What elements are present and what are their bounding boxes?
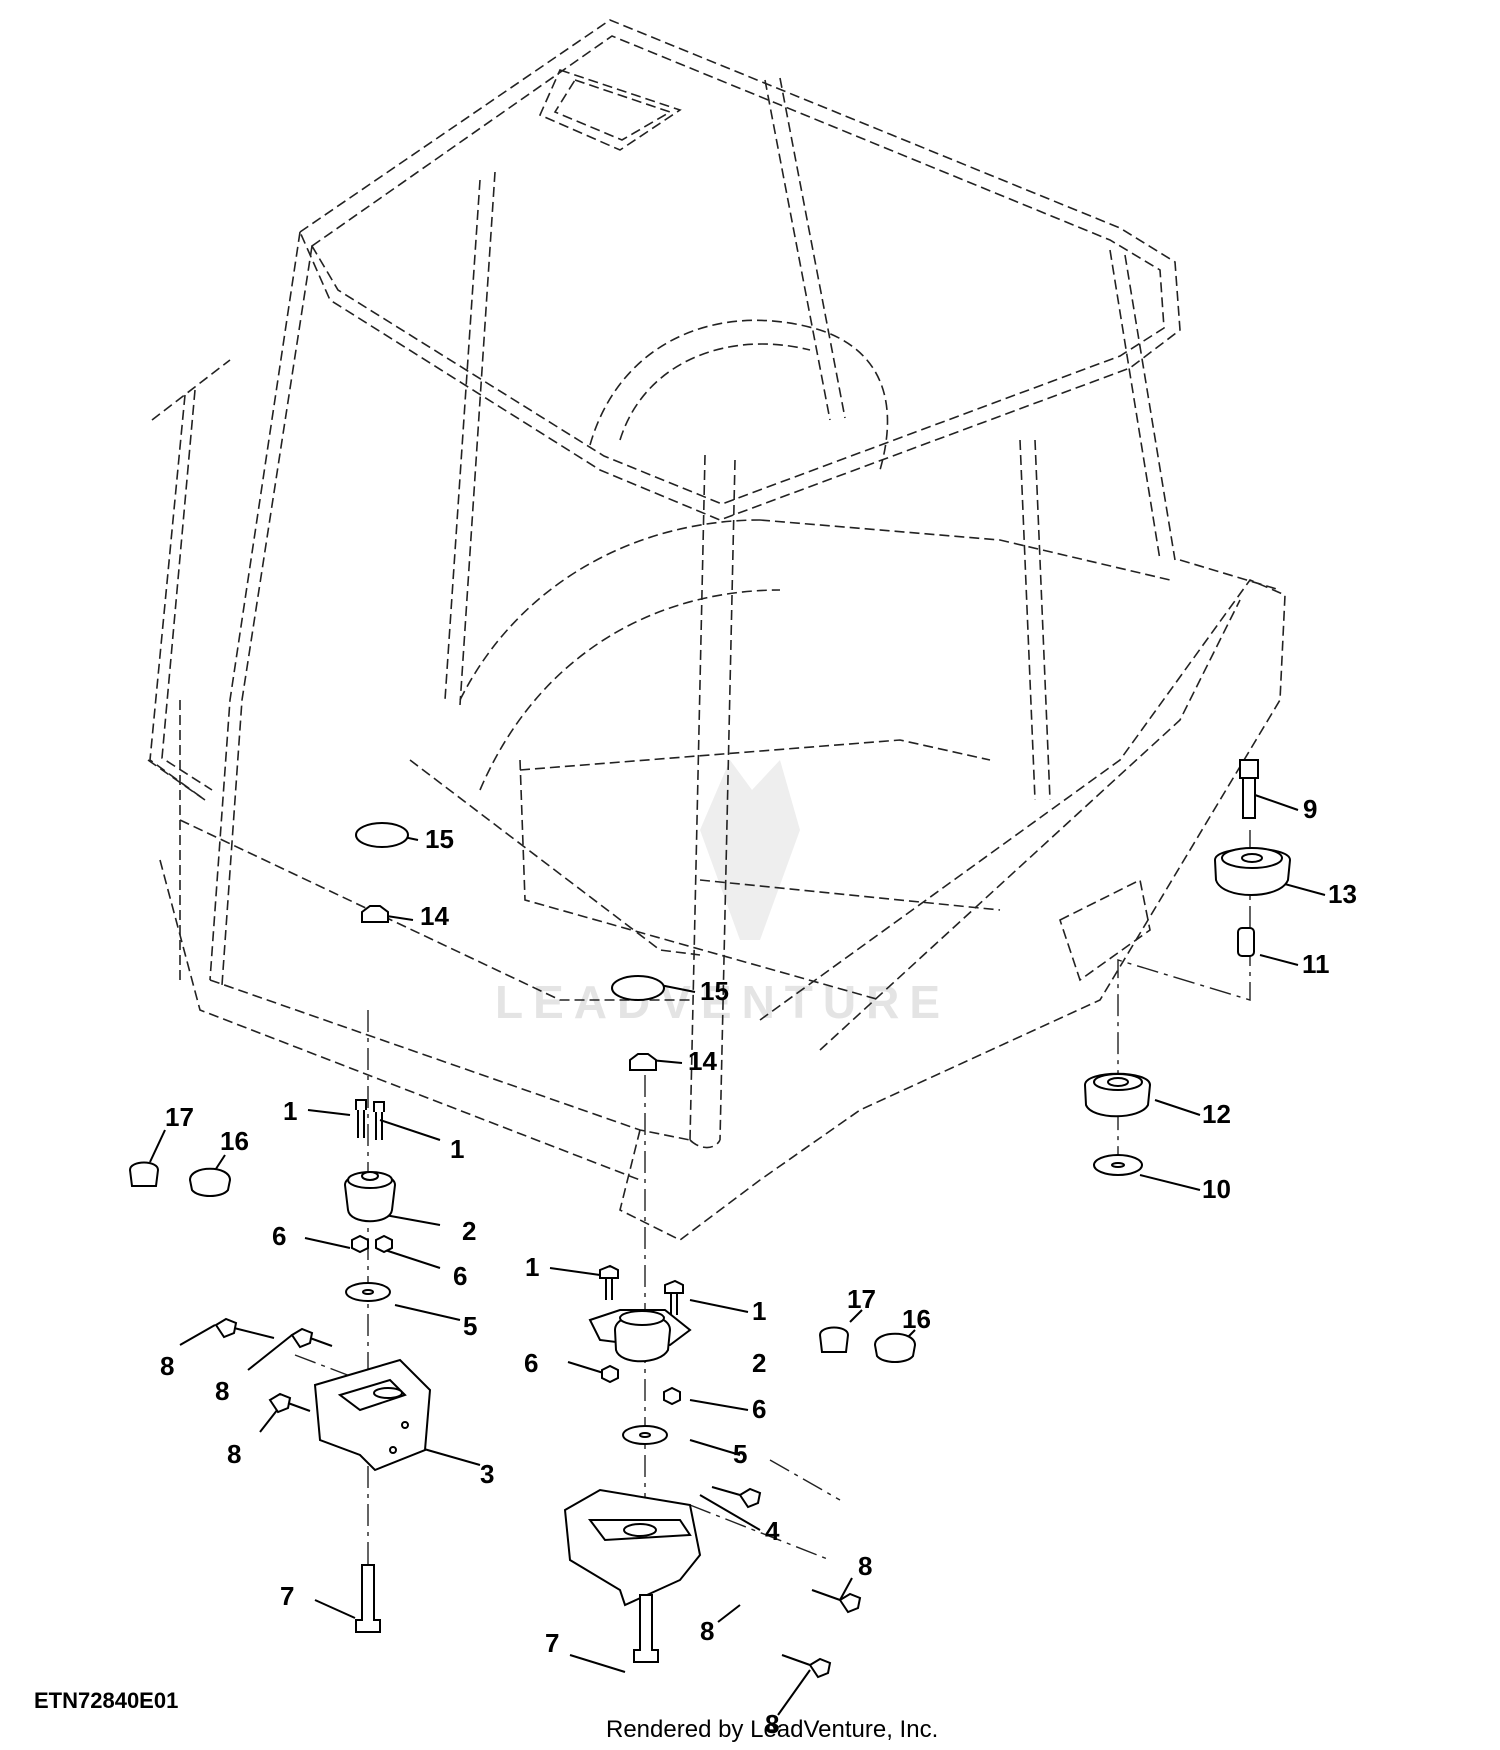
plug-icon	[188, 1167, 232, 1197]
bolt-icon	[268, 1392, 311, 1414]
callout-8-left-c: 8	[227, 1439, 241, 1469]
watermark-text: LEADVENTURE	[495, 976, 950, 1028]
bolt-icon	[214, 1317, 275, 1339]
callout-4: 4	[765, 1516, 780, 1546]
bolt-icon	[711, 1486, 762, 1509]
bolt-icon	[599, 1264, 619, 1300]
nut-icon	[375, 1234, 393, 1254]
callout-3: 3	[480, 1459, 494, 1489]
flange-nut-icon	[361, 905, 389, 923]
flange-nut-icon	[818, 1326, 850, 1353]
callout-2-left: 2	[462, 1216, 476, 1246]
bolt-icon	[664, 1279, 684, 1315]
bracket-icon	[313, 1358, 432, 1472]
callout-10: 10	[1202, 1174, 1231, 1204]
callout-8-left-a: 8	[160, 1351, 174, 1381]
callout-8-center-c: 8	[765, 1709, 779, 1739]
flange-nut-icon	[629, 1053, 657, 1071]
bolt-icon	[373, 1101, 385, 1140]
callout-8-center-b: 8	[700, 1616, 714, 1646]
callout-1-left-b: 1	[450, 1134, 464, 1164]
callout-16-right: 16	[902, 1304, 931, 1334]
callout-7-left: 7	[280, 1581, 294, 1611]
bolt-icon	[290, 1327, 333, 1349]
bolt-icon	[1239, 759, 1259, 819]
callout-14-upper: 14	[420, 901, 449, 931]
left-mount-assembly	[128, 1099, 432, 1633]
callout-17-left: 17	[165, 1102, 194, 1132]
callout-5-left: 5	[463, 1311, 477, 1341]
callout-12: 12	[1202, 1099, 1231, 1129]
center-lines	[294, 830, 1251, 1595]
callouts: 1 1 2 6 6 5 8 8 8 3 7 17 16 15 14 15 14 …	[160, 794, 1357, 1739]
spacer-icon	[1237, 927, 1255, 957]
callout-5-center: 5	[733, 1439, 747, 1469]
callout-1-center-a: 1	[525, 1252, 539, 1282]
plug-icon	[611, 975, 665, 1001]
bolt-icon	[811, 1589, 862, 1614]
plug-icon	[873, 1332, 917, 1363]
callout-15-lower: 15	[700, 976, 729, 1006]
bracket-icon	[563, 1488, 702, 1607]
callout-14-lower: 14	[688, 1046, 717, 1076]
callout-9: 9	[1303, 794, 1317, 824]
callout-17-right: 17	[847, 1284, 876, 1314]
bolt-icon	[355, 1099, 367, 1138]
bolt-icon	[355, 1564, 381, 1633]
callout-2-center: 2	[752, 1348, 766, 1378]
callout-6-left-b: 6	[453, 1261, 467, 1291]
leader-lines	[149, 794, 1326, 1716]
nut-icon	[601, 1364, 619, 1384]
bolt-icon	[633, 1594, 659, 1663]
callout-1-left-a: 1	[283, 1096, 297, 1126]
callout-13: 13	[1328, 879, 1357, 909]
callout-6-left-a: 6	[272, 1221, 286, 1251]
callout-15-upper: 15	[425, 824, 454, 854]
callout-8-left-b: 8	[215, 1376, 229, 1406]
render-credit: Rendered by LeadVenture, Inc.	[606, 1716, 939, 1743]
callout-16-left: 16	[220, 1126, 249, 1156]
flange-nut-icon	[128, 1161, 160, 1187]
callout-1-center-b: 1	[752, 1296, 766, 1326]
nut-icon	[351, 1234, 369, 1254]
callout-11: 11	[1302, 949, 1330, 979]
center-mount-assembly	[355, 822, 917, 1679]
bolt-icon	[781, 1654, 832, 1679]
callout-8-center-a: 8	[858, 1551, 872, 1581]
nut-icon	[663, 1386, 681, 1406]
figure-code: ETN72840E01	[34, 1688, 179, 1713]
plug-icon	[355, 822, 409, 848]
cab-frame	[147, 19, 1286, 1241]
callout-7-center: 7	[545, 1628, 559, 1658]
callout-6-center-a: 6	[524, 1348, 538, 1378]
callout-6-center-b: 6	[752, 1394, 766, 1424]
right-mount-assembly	[1083, 759, 1292, 1176]
